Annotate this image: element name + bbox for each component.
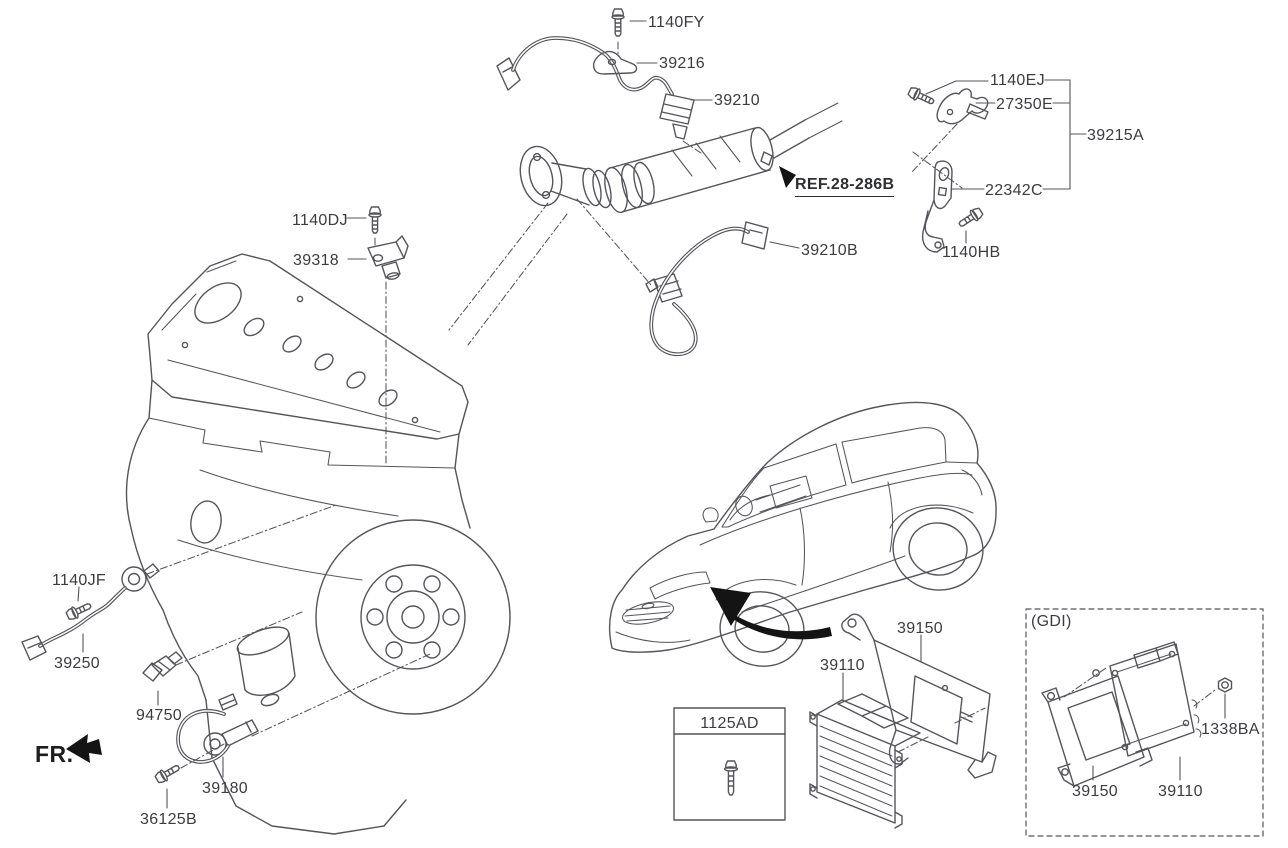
part-label-39250[interactable]: 39250 [54,655,100,672]
part-label-39210b[interactable]: 39210B [801,242,858,259]
part-label-1140hb[interactable]: 1140HB [942,244,1001,261]
part-label-1140dj[interactable]: 1140DJ [292,212,348,229]
engine-illustration [125,253,511,835]
part-label-1140jf[interactable]: 1140JF [52,572,106,589]
part-label-1140ej[interactable]: 1140EJ [990,72,1045,89]
part-label-39215a[interactable]: 39215A [1087,127,1144,144]
part-label-94750[interactable]: 94750 [136,707,182,724]
part-label-39216[interactable]: 39216 [659,55,705,72]
gdi-group-label: (GDI) [1031,613,1072,630]
boxed-bolt-part [673,707,786,821]
part-label-39110[interactable]: 39110 [820,657,865,674]
part-label-39210[interactable]: 39210 [714,92,760,109]
downstream-oxygen-sensor-illustration [645,221,800,357]
bracket-group-illustration [907,79,1087,253]
part-label-39318[interactable]: 39318 [293,252,339,269]
part-label-36125b[interactable]: 36125B [140,811,197,828]
part-label-1140fy[interactable]: 1140FY [648,14,705,31]
part-label-22342c[interactable]: 22342C [985,182,1043,199]
part-label-27350e[interactable]: 27350E [996,96,1053,113]
part-label-1338ba[interactable]: 1338BA [1201,721,1260,738]
fr-direction-label: FR. [35,741,74,767]
lower-sensors-illustration [21,206,431,784]
gdi-variant-group [1025,608,1264,837]
part-label-39150-gdi[interactable]: 39150 [1072,783,1118,800]
catalytic-converter-illustration [448,102,843,346]
ecu-assembly-illustration [809,613,997,829]
ref-arrow [779,166,796,188]
leader-lines [77,20,1226,809]
part-label-39110-gdi[interactable]: 39110 [1158,783,1203,800]
upstream-oxygen-sensor-illustration [496,8,702,154]
part-label-39150[interactable]: 39150 [897,620,943,637]
fr-direction-arrow [66,734,102,763]
part-label-39180[interactable]: 39180 [202,780,248,797]
part-label-1125ad[interactable]: 1125AD [700,715,759,732]
ref-callout-28-286b[interactable]: REF.28-286B [795,175,895,197]
car-illustration [608,401,997,667]
